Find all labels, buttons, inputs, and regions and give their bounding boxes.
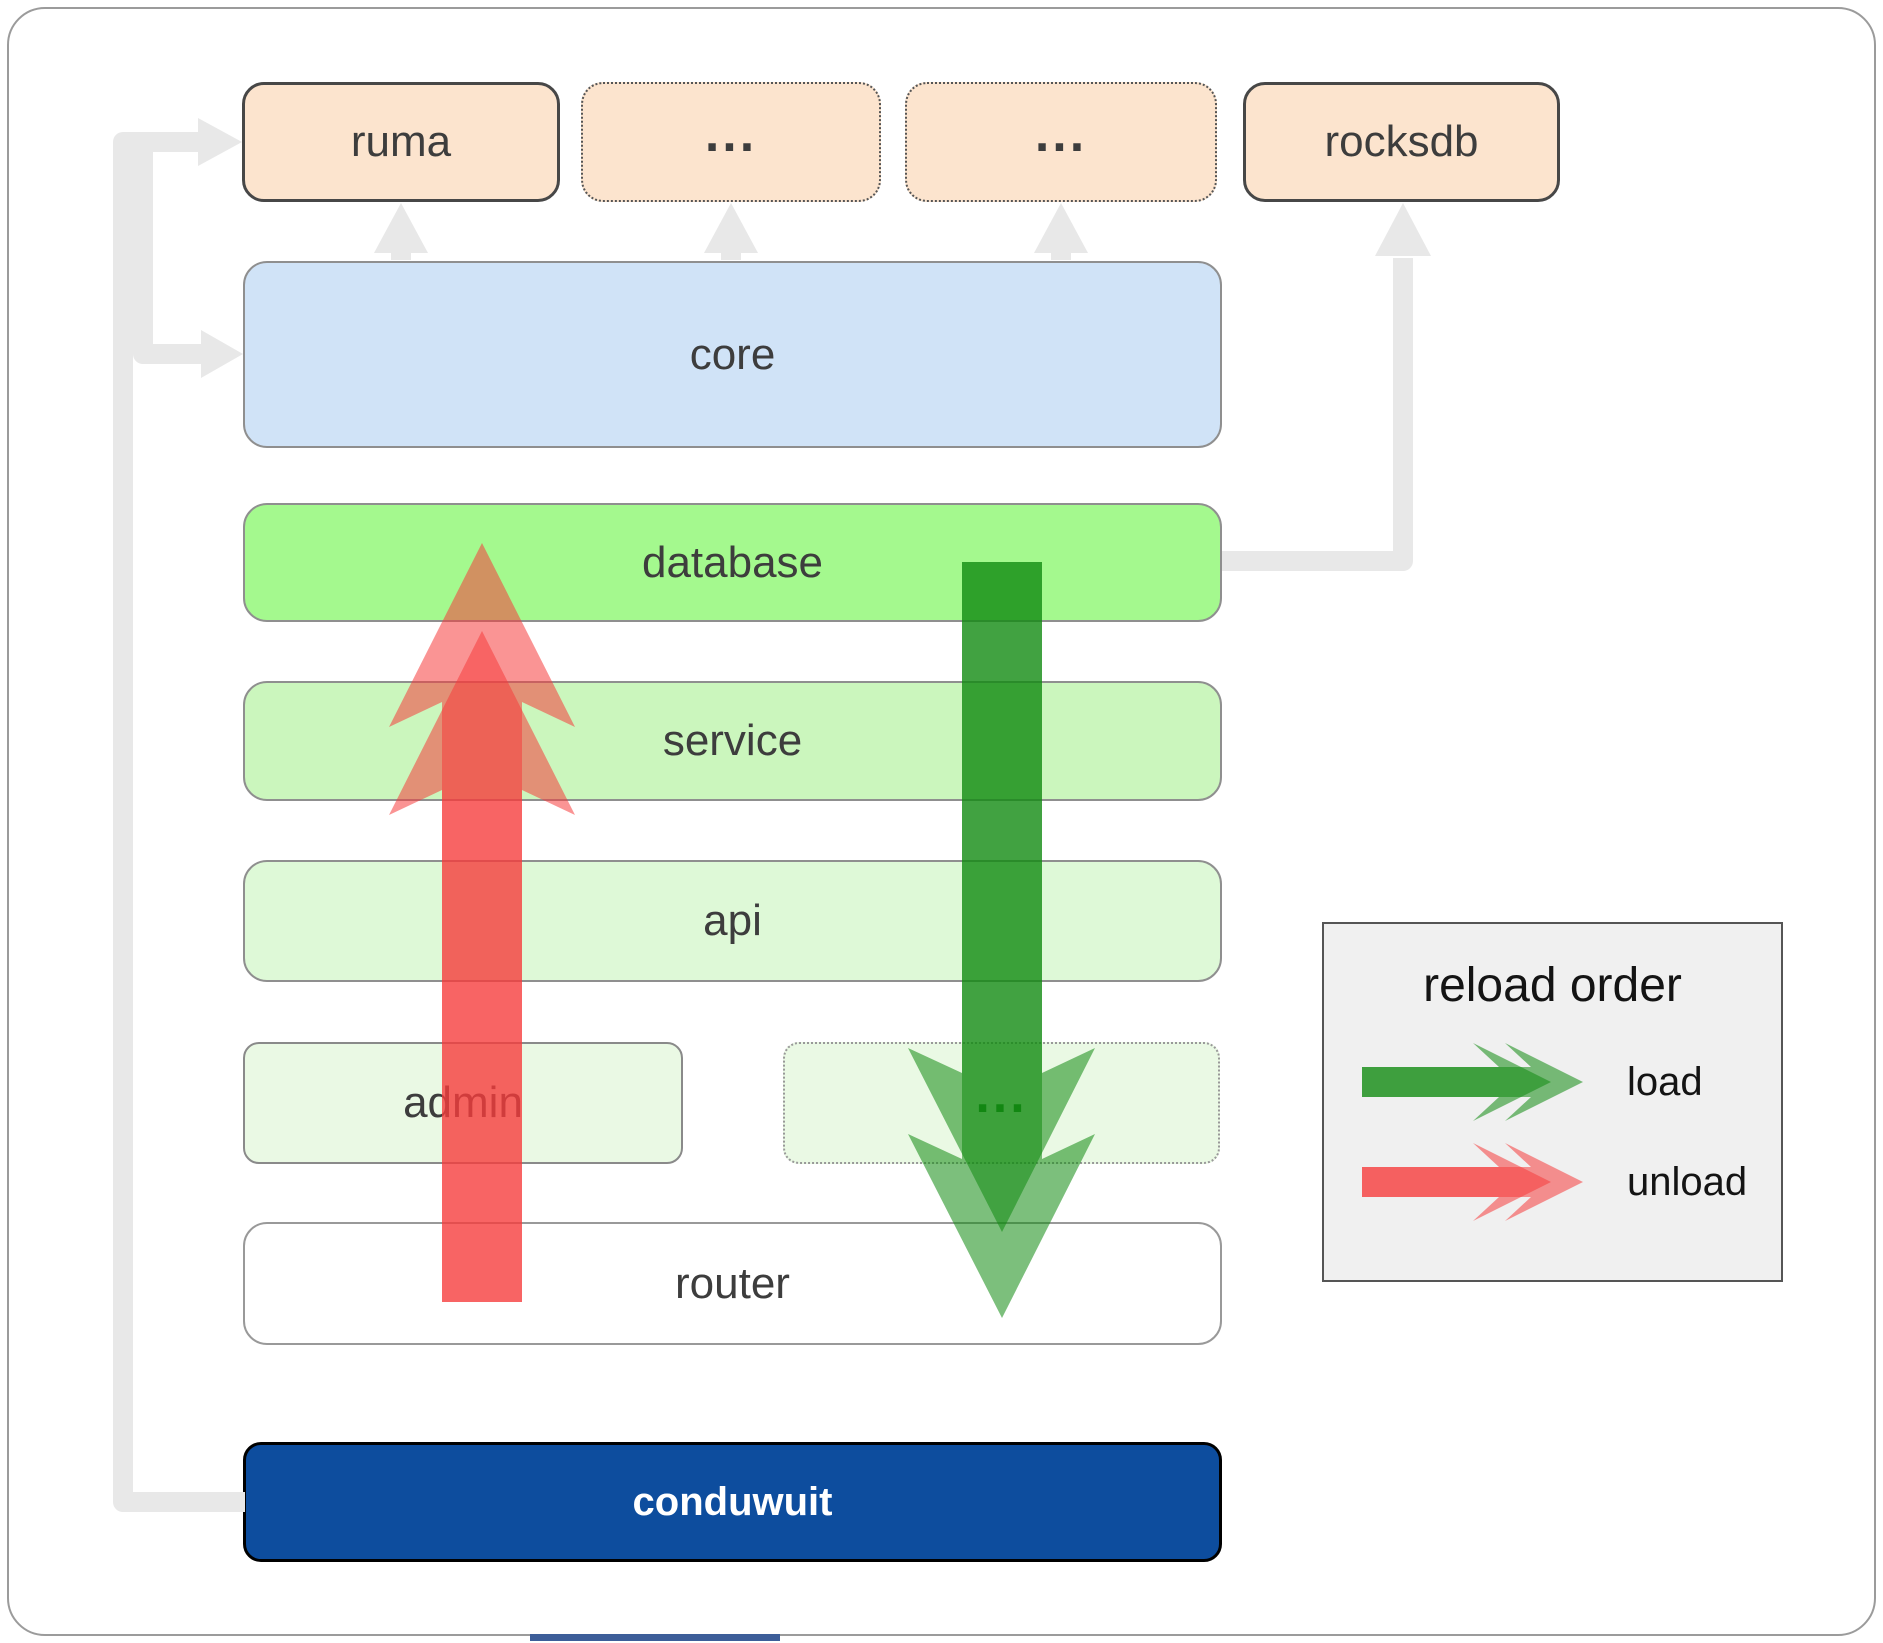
node-admin-label: admin — [403, 1078, 523, 1127]
node-rocksdb-label: rocksdb — [1324, 117, 1479, 166]
node-crate-ellipsis-1-label: ... — [704, 105, 758, 163]
node-database-label: database — [641, 537, 824, 587]
node-admin: admin — [243, 1042, 683, 1164]
node-service-ellipsis-label: ... — [975, 1066, 1028, 1124]
node-core: core — [243, 261, 1222, 448]
node-service-label: service — [662, 716, 803, 765]
node-core-label: core — [689, 329, 776, 379]
legend-load-label: load — [1627, 1060, 1703, 1104]
node-ruma: ruma — [242, 82, 560, 202]
node-router: router — [243, 1222, 1222, 1345]
legend-title: reload order — [1423, 959, 1682, 1012]
node-service: service — [243, 681, 1222, 801]
node-api-label: api — [703, 896, 762, 945]
node-database: database — [243, 503, 1222, 622]
node-crate-ellipsis-2: ... — [905, 82, 1217, 202]
node-rocksdb: rocksdb — [1243, 82, 1560, 202]
node-api: api — [243, 860, 1222, 982]
legend-panel: reload order load unload — [1322, 922, 1783, 1282]
node-crate-ellipsis-2-label: ... — [1034, 105, 1088, 163]
node-conduwuit-label: conduwuit — [632, 1479, 833, 1524]
node-conduwuit: conduwuit — [243, 1442, 1222, 1562]
node-router-label: router — [675, 1258, 790, 1308]
node-crate-ellipsis-1: ... — [581, 82, 881, 202]
node-service-ellipsis: ... — [783, 1042, 1220, 1164]
legend-unload-label: unload — [1627, 1160, 1748, 1204]
node-ruma-label: ruma — [350, 117, 452, 166]
diagram-outer-border — [7, 7, 1876, 1636]
